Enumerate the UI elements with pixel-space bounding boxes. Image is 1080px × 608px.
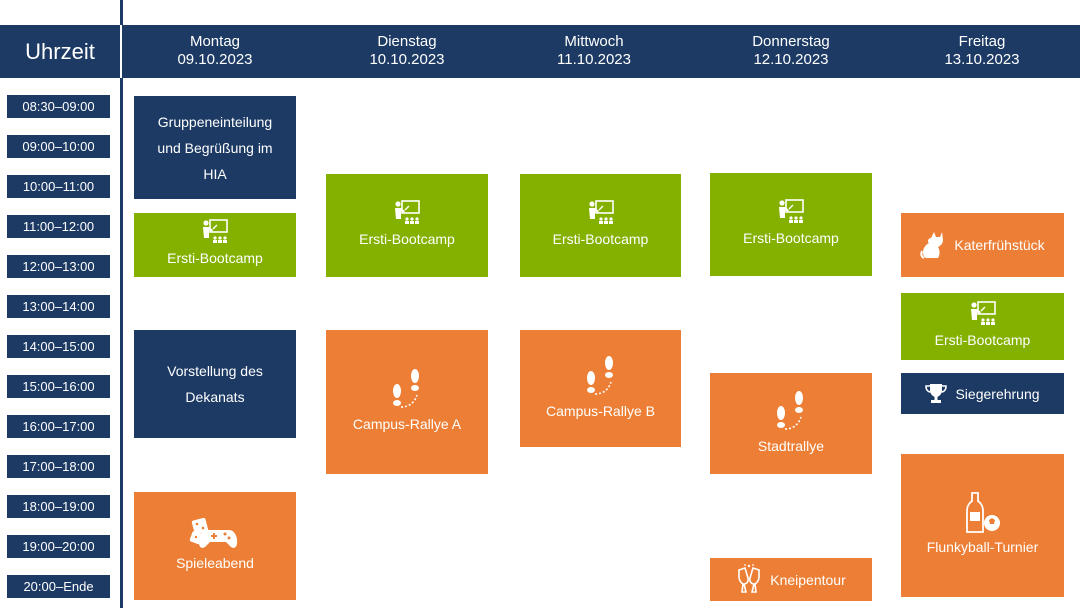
event-title: Ersti-Bootcamp	[934, 331, 1031, 348]
event-title: Spieleabend	[176, 555, 254, 571]
day-header-tuesday: Dienstag 10.10.2023	[322, 33, 492, 69]
time-slot: 09:00–10:00	[7, 135, 110, 158]
event-title: Stadtrallye	[757, 437, 825, 454]
event-title: Ersti-Bootcamp	[167, 250, 263, 266]
teacher-icon	[395, 199, 420, 224]
event-title: Campus-Rallye B	[546, 402, 655, 419]
event-thursday-stadtrallye[interactable]: Stadtrallye	[710, 373, 872, 474]
event-friday-bootcamp[interactable]: Ersti-Bootcamp	[901, 293, 1064, 360]
day-date: 12.10.2023	[753, 51, 829, 68]
day-header-thursday: Donnerstag 12.10.2023	[706, 33, 876, 69]
games-icon	[189, 517, 238, 548]
event-monday-bootcamp[interactable]: Ersti-Bootcamp	[134, 213, 296, 277]
day-header-wednesday: Mittwoch 11.10.2023	[509, 33, 679, 69]
day-header-friday: Freitag 13.10.2023	[897, 33, 1067, 69]
event-title: Siegerehrung	[955, 385, 1040, 402]
event-title: Flunkyball-Turnier	[926, 538, 1039, 555]
event-monday-welcome[interactable]: Gruppeneinteilung und Begrüßung im HIA	[134, 96, 296, 199]
event-wednesday-bootcamp[interactable]: Ersti-Bootcamp	[520, 174, 681, 277]
teacher-icon	[203, 219, 228, 243]
day-date: 10.10.2023	[369, 51, 445, 68]
time-slot: 15:00–16:00	[7, 375, 110, 398]
day-name: Dienstag	[377, 33, 437, 50]
event-title: Campus-Rallye A	[352, 416, 462, 432]
event-title: Gruppeneinteilung und Begrüßung im HIA	[157, 113, 273, 182]
event-friday-katerfruehstueck[interactable]: Katerfrühstück	[901, 213, 1064, 277]
footsteps-icon	[393, 369, 419, 408]
day-name: Donnerstag	[752, 33, 830, 50]
day-name: Montag	[189, 33, 241, 50]
event-title: Ersti-Bootcamp	[359, 230, 455, 247]
event-tuesday-rallye[interactable]: Campus-Rallye A	[326, 330, 488, 474]
time-slot: 11:00–12:00	[7, 215, 110, 238]
event-title: Katerfrühstück	[954, 237, 1045, 253]
event-monday-dekanat[interactable]: Vorstellung des Dekanats	[134, 330, 296, 438]
time-column-divider	[120, 0, 123, 608]
trophy-icon	[925, 383, 948, 403]
header-divider	[120, 25, 122, 78]
time-slot: 08:30–09:00	[7, 95, 110, 118]
time-slot: 18:00–19:00	[7, 495, 110, 518]
time-slot: 16:00–17:00	[7, 415, 110, 438]
day-header-monday: Montag 09.10.2023	[130, 33, 300, 69]
time-slot: 14:00–15:00	[7, 335, 110, 358]
event-title: Vorstellung des Dekanats	[167, 363, 263, 405]
teacher-icon	[970, 300, 996, 325]
footsteps-icon	[777, 390, 803, 430]
schedule-header: Uhrzeit Montag 09.10.2023 Dienstag 10.10…	[0, 25, 1080, 78]
event-title: Ersti-Bootcamp	[552, 230, 649, 247]
event-thursday-bootcamp[interactable]: Ersti-Bootcamp	[710, 173, 872, 276]
time-slot: 10:00–11:00	[7, 175, 110, 198]
event-title: Ersti-Bootcamp	[743, 229, 839, 246]
day-date: 09.10.2023	[177, 51, 253, 68]
event-thursday-kneipentour[interactable]: Kneipentour	[710, 558, 872, 601]
footsteps-icon	[586, 355, 613, 395]
event-friday-siegerehrung[interactable]: Siegerehrung	[901, 373, 1064, 414]
time-slot: 20:00–Ende	[7, 575, 110, 598]
teacher-icon	[779, 198, 804, 223]
time-column-title: Uhrzeit	[25, 38, 95, 64]
bottle-ball-icon	[965, 491, 1000, 533]
day-name: Freitag	[958, 33, 1006, 50]
time-slot: 17:00–18:00	[7, 455, 110, 478]
teacher-icon	[588, 199, 614, 224]
champagne-glasses-icon	[738, 563, 761, 593]
event-friday-flunkyball[interactable]: Flunkyball-Turnier	[901, 454, 1064, 597]
event-wednesday-rallye[interactable]: Campus-Rallye B	[520, 330, 681, 447]
day-date: 13.10.2023	[944, 51, 1020, 68]
day-name: Mittwoch	[564, 33, 624, 50]
event-monday-spieleabend[interactable]: Spieleabend	[134, 492, 296, 600]
cat-icon	[920, 232, 944, 259]
event-tuesday-bootcamp[interactable]: Ersti-Bootcamp	[326, 174, 488, 277]
time-slot: 13:00–14:00	[7, 295, 110, 318]
day-date: 11.10.2023	[557, 51, 631, 68]
event-title: Kneipentour	[770, 571, 846, 588]
time-slot: 12:00–13:00	[7, 255, 110, 278]
time-slot: 19:00–20:00	[7, 535, 110, 558]
